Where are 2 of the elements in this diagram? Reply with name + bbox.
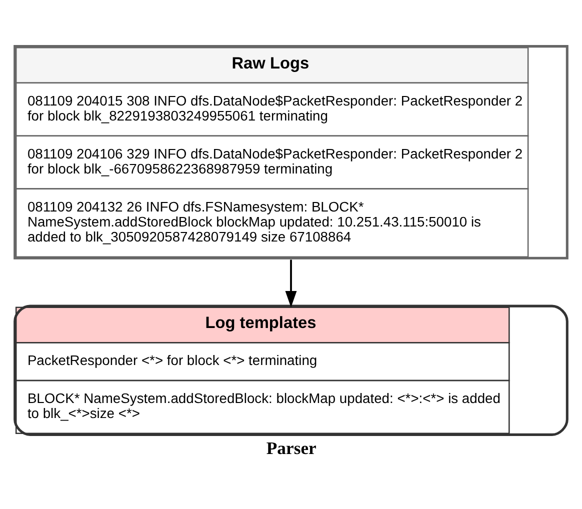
arrow (285, 259, 297, 307)
caption: Parser (266, 437, 316, 458)
